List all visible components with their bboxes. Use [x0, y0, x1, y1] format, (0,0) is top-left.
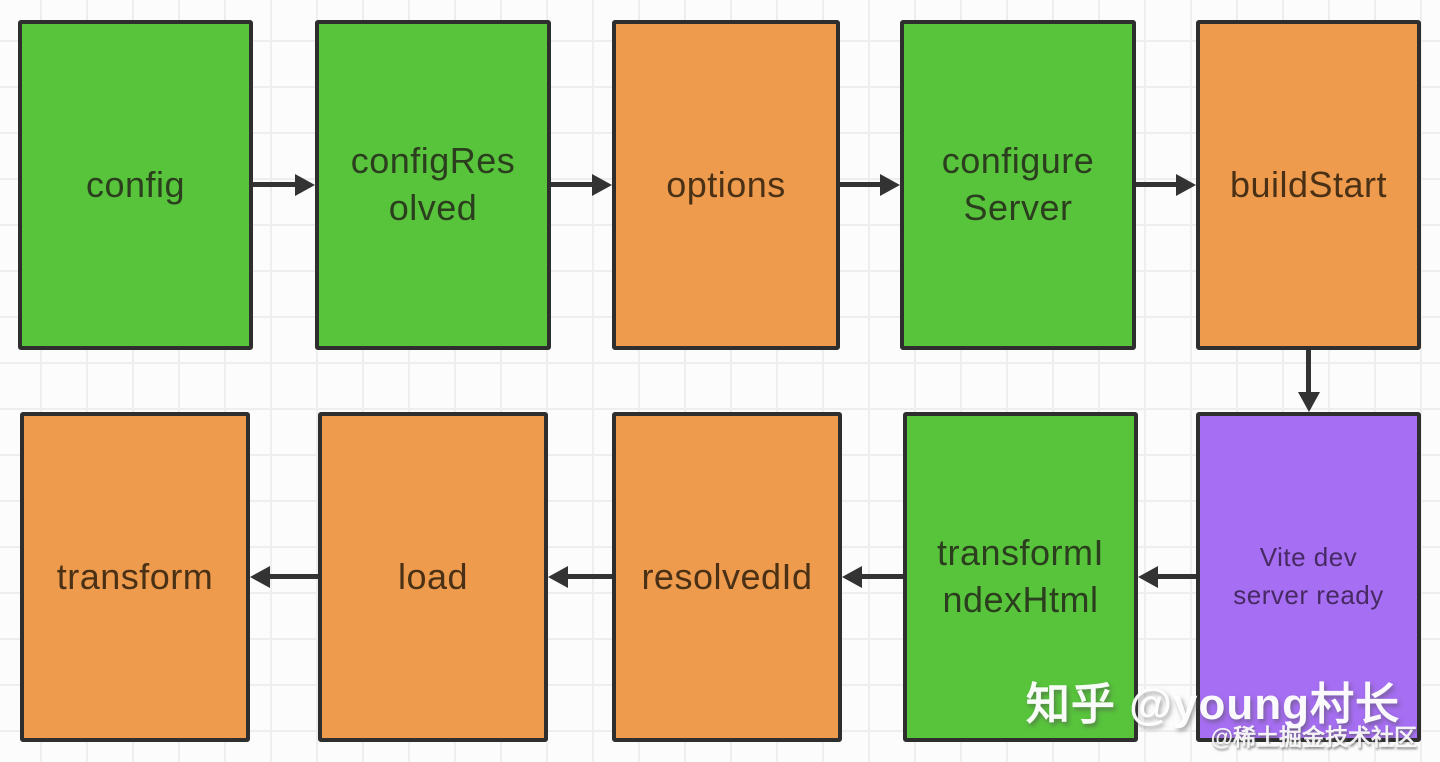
arrow-left-icon [250, 566, 318, 588]
watermark-zhihu-author: 知乎 @young村长 [1025, 680, 1400, 729]
node-options: options [612, 20, 840, 350]
node-resolved-id: resolvedId [612, 412, 842, 742]
node-build-start: buildStart [1196, 20, 1421, 350]
arrow-right-icon [253, 174, 315, 196]
arrow-left-icon [548, 566, 612, 588]
arrow-right-icon [1136, 174, 1196, 196]
node-transform: transform [20, 412, 250, 742]
watermark-juejin-community: @稀土掘金技术社区 [1210, 724, 1417, 750]
node-config: config [18, 20, 253, 350]
arrow-left-icon [1138, 566, 1196, 588]
node-config-resolved: configRes olved [315, 20, 551, 350]
node-vite-dev-server-ready: Vite dev server ready [1196, 412, 1421, 742]
node-configure-server: configure Server [900, 20, 1136, 350]
node-transform-index-html: transformI ndexHtml [903, 412, 1138, 742]
arrow-right-icon [551, 174, 612, 196]
node-load: load [318, 412, 548, 742]
arrow-left-icon [842, 566, 903, 588]
arrow-right-icon [840, 174, 900, 196]
arrow-down-icon [1298, 350, 1320, 412]
